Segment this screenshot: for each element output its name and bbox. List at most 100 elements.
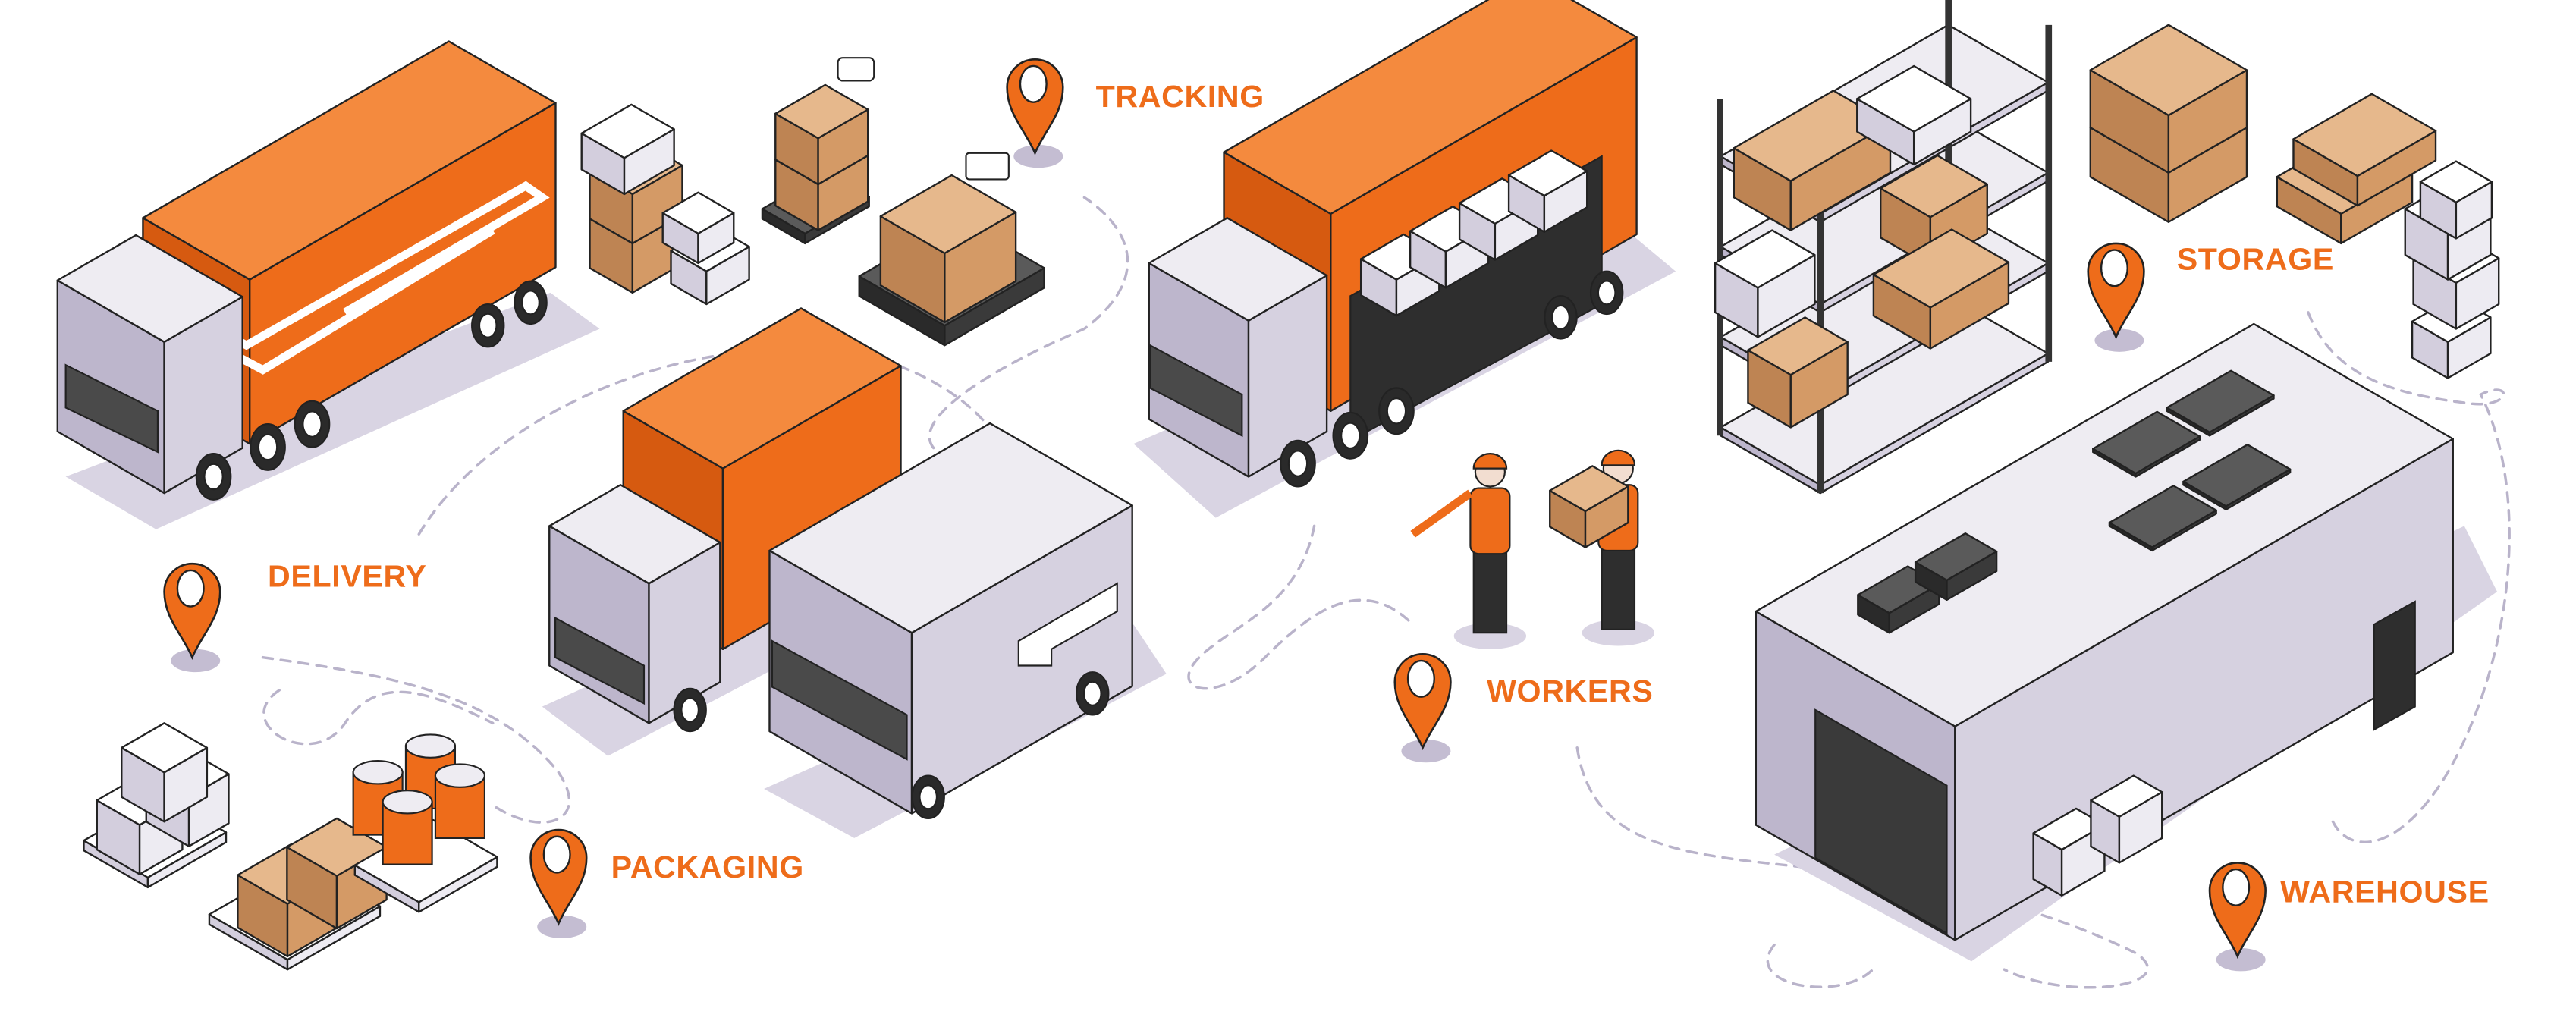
- pin-shadow: [2216, 948, 2266, 972]
- wheel-hub: [302, 410, 322, 438]
- truck-stripe: [154, 181, 550, 375]
- pin-hole: [1406, 659, 1435, 698]
- skylight-top-face: [2182, 444, 2292, 507]
- cardboard-box: [774, 83, 869, 186]
- wheel-hub: [203, 463, 224, 491]
- wheel-hub: [1082, 680, 1102, 706]
- wheel-hub: [1340, 422, 1361, 450]
- label-delivery: DELIVERY: [268, 559, 426, 594]
- truck-cargo-top-face: [1223, 0, 1638, 215]
- pin-hole: [176, 569, 205, 608]
- barrel-lid: [382, 790, 433, 815]
- cardboard-box: [580, 103, 675, 196]
- cardboard-box: [1856, 64, 1972, 166]
- roof-vent: [1914, 532, 1998, 602]
- van-body-top-face: [768, 422, 1133, 634]
- cargo-box: [1507, 149, 1588, 233]
- map-pin-icon: [2087, 242, 2145, 352]
- cardboard-box-top-face: [2089, 24, 2248, 117]
- truck-cargo-top-face: [622, 307, 902, 470]
- wheel-hub: [1551, 304, 1570, 330]
- pin-shadow: [1401, 739, 1451, 763]
- cardboard-box: [1872, 228, 2010, 350]
- cardboard-box: [2089, 24, 2248, 174]
- pin-shadow: [1013, 144, 1063, 168]
- hard-hat-icon: [1601, 449, 1636, 466]
- pin-hole: [1019, 64, 1048, 103]
- hard-hat-icon: [1472, 453, 1508, 470]
- scale-display: [965, 152, 1010, 181]
- map-pin-icon: [2208, 862, 2267, 972]
- pin-hole: [2222, 868, 2251, 906]
- cardboard-box-top-face: [580, 103, 675, 159]
- route-line: [262, 689, 495, 746]
- ac-unit: [2090, 774, 2163, 864]
- skylight: [2092, 410, 2201, 478]
- cardboard-box: [1733, 90, 1892, 231]
- wheel-hub: [919, 784, 938, 810]
- scale-display: [837, 57, 875, 82]
- worker-arm: [1410, 489, 1473, 538]
- route-line: [1766, 943, 1874, 988]
- worker-legs: [1601, 546, 1636, 630]
- map-pin-icon: [1393, 653, 1452, 763]
- route-line: [261, 655, 570, 824]
- cardboard-box-top-face: [1733, 90, 1892, 182]
- cardboard-box: [2292, 93, 2437, 207]
- wheel-hub: [680, 697, 699, 723]
- cardboard-box-top-face: [2419, 160, 2493, 203]
- worker-shadow: [1453, 623, 1527, 649]
- pin-hole: [2100, 249, 2128, 287]
- label-packaging: PACKAGING: [611, 850, 804, 884]
- label-workers: WORKERS: [1487, 674, 1653, 708]
- cardboard-box-top-face: [1856, 64, 1972, 133]
- pin-shadow: [2094, 328, 2144, 352]
- cardboard-box: [1549, 465, 1629, 548]
- cardboard-box: [879, 174, 1017, 324]
- cardboard-box-top-face: [2292, 93, 2437, 177]
- label-warehouse: WAREHOUSE: [2280, 874, 2490, 909]
- wheel-hub: [1597, 280, 1616, 306]
- cardboard-box-top-face: [774, 83, 869, 140]
- cardboard-box: [1747, 316, 1849, 429]
- arrow-icon: [1017, 582, 1118, 667]
- skylight-top-face: [2166, 369, 2275, 434]
- skylight: [2182, 444, 2292, 510]
- pin-hole: [542, 835, 571, 874]
- garage-door: [1814, 708, 1948, 935]
- truck-cab-top-face: [56, 234, 243, 344]
- cardboard-box-top-face: [661, 191, 735, 235]
- map-pin-icon: [1006, 58, 1064, 168]
- warehouse-building-top-face: [1755, 322, 2454, 727]
- truck-cargo-top-face: [142, 40, 557, 281]
- package-box-top-face: [121, 722, 209, 774]
- route-line: [2307, 311, 2511, 844]
- window: [1148, 344, 1243, 438]
- skylight-top-face: [2092, 410, 2201, 475]
- worker-legs: [1472, 549, 1508, 634]
- skylight: [2166, 369, 2275, 437]
- worker-torso: [1469, 487, 1511, 555]
- wheel-hub: [257, 433, 278, 461]
- cardboard-box: [661, 191, 735, 265]
- route-line: [1187, 524, 1415, 690]
- skylight: [2108, 485, 2217, 552]
- cardboard-box: [2419, 160, 2493, 240]
- wheel-hub: [1386, 397, 1407, 425]
- cardboard-box-top-face: [1549, 465, 1629, 513]
- window: [554, 616, 646, 705]
- barrel-lid: [352, 760, 404, 785]
- cargo-box-top-face: [1507, 149, 1588, 197]
- wheel-hub: [478, 313, 498, 338]
- cardboard-box: [1714, 229, 1816, 338]
- wheel-hub: [1287, 450, 1308, 477]
- wheel-hub: [521, 290, 540, 316]
- ac-unit-top-face: [2090, 774, 2163, 818]
- label-storage: STORAGE: [2177, 242, 2334, 277]
- window: [64, 363, 159, 454]
- window: [771, 639, 908, 761]
- cardboard-box-top-face: [879, 174, 1017, 255]
- map-pin-icon: [529, 828, 588, 939]
- cardboard-box-top-face: [1747, 316, 1849, 376]
